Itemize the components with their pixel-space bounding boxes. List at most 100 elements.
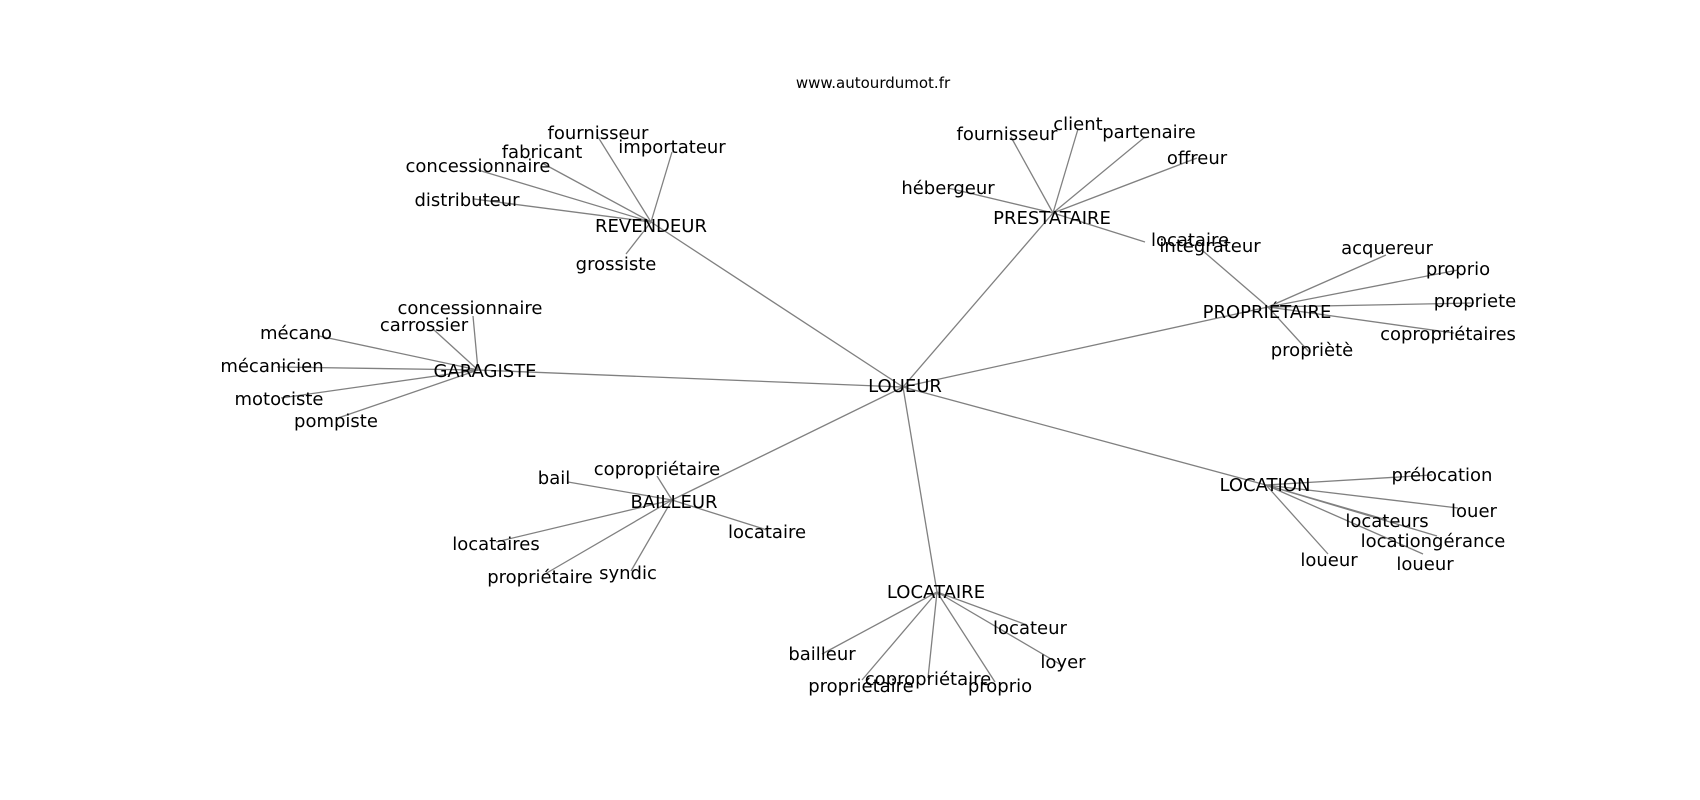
group-node-label[interactable]: LOCATAIRE (887, 582, 985, 603)
leaf-edge (1265, 474, 1433, 486)
leaf-node-label[interactable]: propriétaire (487, 567, 593, 588)
leaf-node-label[interactable]: copropriétaire (594, 459, 720, 480)
leaf-node-label[interactable]: bailleur (788, 644, 856, 665)
group-node-label[interactable]: GARAGISTE (433, 361, 536, 382)
leaf-node-label[interactable]: motociste (234, 389, 323, 410)
leaf-node-label[interactable]: intégrateur (1159, 236, 1261, 257)
leaf-node-label[interactable]: copropriétaire (865, 669, 991, 690)
leaf-node-label[interactable]: locateurs (1345, 511, 1428, 532)
group-node-label[interactable]: PRESTATAIRE (993, 208, 1111, 229)
leaf-edge (821, 591, 938, 655)
leaf-node-label[interactable]: importateur (618, 137, 726, 158)
leaf-node-label[interactable]: acquereur (1341, 238, 1433, 259)
leaf-edge (472, 315, 479, 371)
leaf-node-label[interactable]: propriétaire (808, 676, 914, 697)
leaf-node-label[interactable]: carrossier (380, 315, 469, 336)
leaf-edge (1265, 484, 1459, 509)
leaf-node-label[interactable]: partenaire (1102, 122, 1196, 143)
leaf-node-label[interactable]: propriètè (1271, 340, 1353, 361)
leaf-edge (1265, 484, 1329, 555)
leaf-node-label[interactable]: louer (1451, 501, 1497, 522)
leaf-node-label[interactable]: mécano (260, 323, 332, 344)
leaf-edge (1267, 269, 1459, 308)
leaf-edge (1052, 128, 1079, 214)
leaf-edge (541, 162, 652, 223)
leaf-edge (656, 475, 673, 501)
leaf-node-label[interactable]: copropriétaires (1380, 324, 1516, 345)
leaf-node-label[interactable]: offreur (1167, 148, 1228, 169)
group-node-label[interactable]: PROPRIÉTAIRE (1203, 301, 1332, 323)
leaf-node-label[interactable]: fournisseur (957, 124, 1058, 145)
leaf-node-label[interactable]: concessionnaire (406, 156, 551, 177)
leaf-edge (625, 221, 652, 255)
leaf-edge (936, 591, 1028, 626)
hub-edge (477, 369, 904, 388)
leaf-node-label[interactable]: locateur (993, 618, 1067, 639)
site-label: www.autourdumot.fr (796, 74, 951, 92)
leaf-node-label[interactable]: propriete (1434, 291, 1516, 312)
leaf-node-label[interactable]: hébergeur (901, 178, 995, 199)
leaf-node-label[interactable]: distributeur (414, 190, 520, 211)
leaf-node-label[interactable]: locataires (452, 534, 540, 555)
hub-edge (902, 212, 1054, 388)
leaf-node-label[interactable]: bail (538, 468, 570, 489)
leaf-edge (432, 328, 479, 371)
leaf-edge (1052, 157, 1198, 214)
leaf-node-label[interactable]: concessionnaire (398, 298, 543, 319)
leaf-node-label[interactable]: grossiste (576, 254, 657, 275)
center-node-label[interactable]: LOUEUR (868, 376, 942, 397)
leaf-edge (861, 591, 938, 681)
hub-edge (650, 221, 904, 388)
leaf-node-label[interactable]: proprio (1426, 259, 1490, 280)
hub-edge (902, 306, 1269, 388)
leaf-edge (1267, 306, 1311, 354)
leaf-node-label[interactable]: fournisseur (548, 123, 649, 144)
leaf-node-label[interactable]: pompiste (294, 411, 378, 432)
leaf-edge (567, 481, 673, 501)
hub-edge (671, 386, 904, 501)
leaf-edge (477, 169, 652, 223)
leaf-edge (1267, 302, 1475, 308)
leaf-edge (337, 369, 479, 419)
leaf-edge (318, 335, 479, 371)
leaf-edge (1010, 136, 1054, 214)
leaf-edge (597, 136, 652, 223)
leaf-edge (544, 499, 673, 575)
leaf-node-label[interactable]: client (1053, 114, 1102, 135)
leaf-edge (671, 499, 768, 531)
group-node-label[interactable]: REVENDEUR (595, 216, 707, 237)
leaf-edge (276, 366, 479, 371)
leaf-edge (1265, 484, 1424, 555)
leaf-edge (936, 591, 996, 683)
leaf-node-label[interactable]: loueur (1300, 550, 1358, 571)
leaf-edge (947, 187, 1054, 214)
group-node-label[interactable]: BAILLEUR (630, 492, 717, 513)
leaf-node-label[interactable]: fabricant (502, 142, 583, 163)
hub-edge (902, 386, 938, 593)
leaf-edge (1052, 212, 1146, 243)
leaf-edge (650, 151, 673, 223)
leaf-edge (1202, 250, 1269, 308)
leaf-edge (927, 591, 938, 679)
leaf-edge (473, 198, 652, 223)
leaf-node-label[interactable]: proprio (968, 676, 1032, 697)
leaf-edge (936, 591, 1064, 667)
leaf-node-label[interactable]: syndic (599, 563, 657, 584)
leaf-node-label[interactable]: mécanicien (220, 356, 323, 377)
group-node-label[interactable]: LOCATION (1220, 475, 1311, 496)
hub-edge (902, 386, 1267, 486)
leaf-node-label[interactable]: prélocation (1392, 465, 1493, 486)
leaf-edge (1265, 484, 1438, 537)
leaf-node-label[interactable]: locataire (1151, 230, 1229, 251)
leaf-node-label[interactable]: loyer (1040, 652, 1086, 673)
leaf-node-label[interactable]: locationgérance (1361, 531, 1506, 552)
leaf-edge (1052, 136, 1146, 214)
leaf-node-label[interactable]: loueur (1396, 554, 1454, 575)
leaf-edge (630, 499, 673, 572)
graph-edges (276, 128, 1475, 683)
leaf-edge (495, 499, 673, 543)
leaf-edge (1267, 254, 1387, 308)
leaf-node-label[interactable]: locataire (728, 522, 806, 543)
